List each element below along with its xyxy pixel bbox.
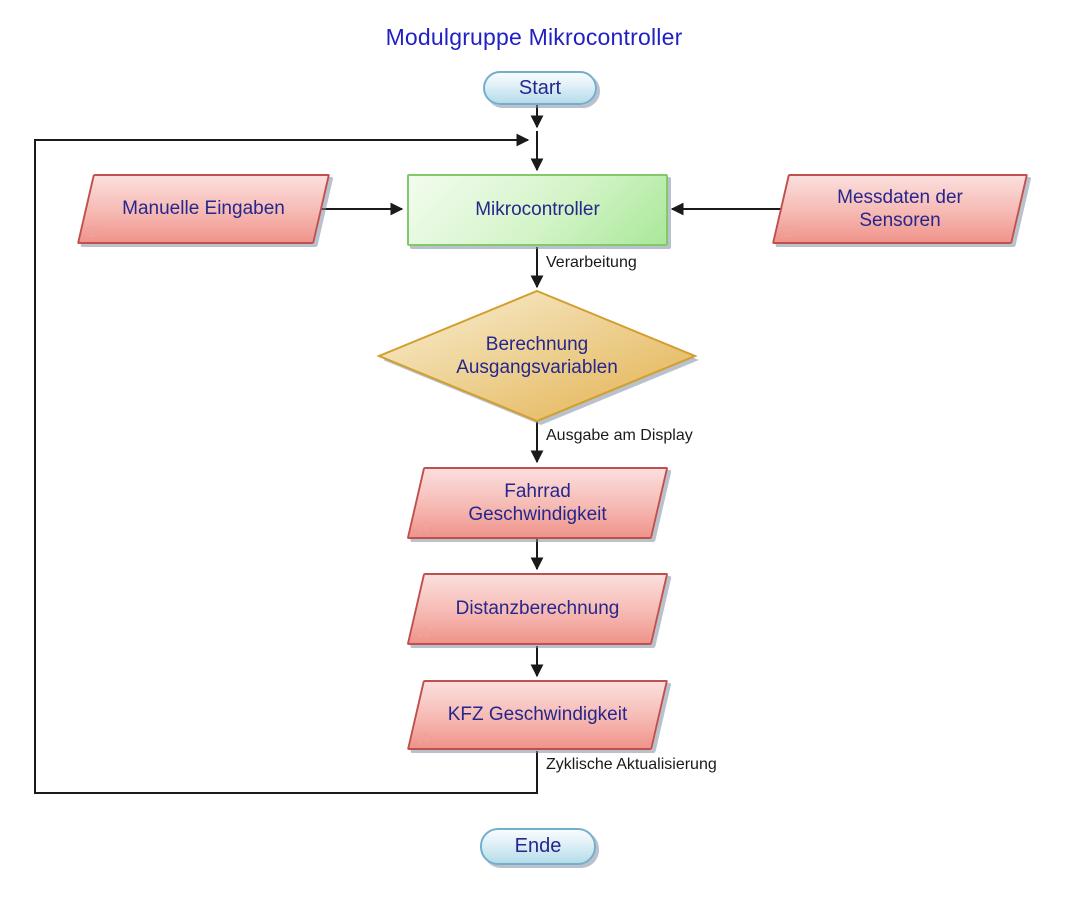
edge-label-zyklisch: Zyklische Aktualisierung xyxy=(546,756,717,773)
node-mikrocontroller: Mikrocontroller xyxy=(407,174,668,246)
node-kfz: A KFZ Geschwindigkeit xyxy=(406,680,669,750)
edge-feedback-loop xyxy=(34,133,538,794)
node-fahrrad: A Fahrrad Geschwindigkeit xyxy=(406,467,669,539)
diagram-title: Modulgruppe Mikrocontroller xyxy=(385,24,683,50)
node-distanzberechnung-label: Distanzberechnung xyxy=(455,598,620,620)
node-mikrocontroller-label: Mikrocontroller xyxy=(475,199,600,221)
node-berechnung: Berechnung Ausgangsvariablen xyxy=(379,291,695,421)
node-kfz-marker: A xyxy=(418,730,431,747)
node-berechnung-label: Berechnung Ausgangsvariablen xyxy=(456,333,618,378)
node-kfz-label: KFZ Geschwindigkeit xyxy=(447,704,628,726)
node-messdaten-sensoren-marker: E xyxy=(783,224,795,241)
node-fahrrad-marker: A xyxy=(418,519,430,536)
decision-shape xyxy=(376,289,698,423)
node-start: Start xyxy=(483,71,597,105)
node-start-label: Start xyxy=(518,76,562,99)
node-ende-label: Ende xyxy=(514,835,562,858)
node-messdaten-sensoren-label: Messdaten der Sensoren xyxy=(837,186,963,231)
node-messdaten-sensoren: E Messdaten der Sensoren xyxy=(771,174,1029,244)
node-ende: Ende xyxy=(480,828,596,865)
node-fahrrad-label: Fahrrad Geschwindigkeit xyxy=(468,480,607,525)
edge-label-ausgabe: Ausgabe am Display xyxy=(546,427,693,444)
node-manuelle-eingaben-label: Manuelle Eingaben xyxy=(122,198,285,220)
edge-label-verarbeitung: Verarbeitung xyxy=(546,254,637,271)
node-distanzberechnung: A Distanzberechnung xyxy=(406,573,669,645)
node-manuelle-eingaben-marker: E xyxy=(88,224,100,241)
node-distanzberechnung-marker: A xyxy=(418,625,430,642)
node-manuelle-eingaben: E Manuelle Eingaben xyxy=(76,174,331,244)
